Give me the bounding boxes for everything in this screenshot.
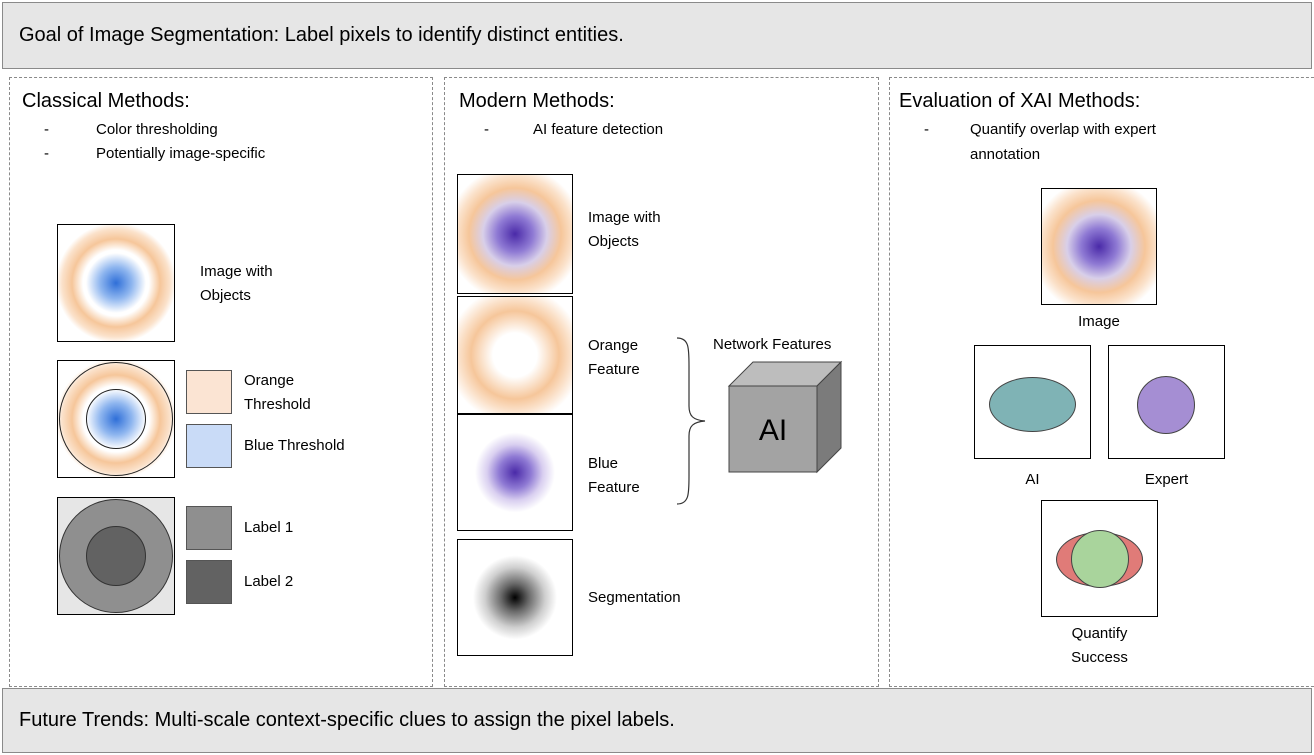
expert-circle	[1137, 376, 1195, 434]
bullet-quantify-line2: annotation	[970, 146, 1041, 163]
bullet-dash: -	[44, 145, 49, 162]
blue-feature-image	[457, 414, 573, 531]
bullet-dash: -	[44, 121, 49, 138]
goal-banner: Goal of Image Segmentation: Label pixels…	[2, 2, 1312, 69]
bullet-dash: -	[484, 121, 489, 138]
future-trends-text: Future Trends: Multi-scale context-speci…	[19, 709, 675, 731]
classical-methods-title: Classical Methods:	[22, 90, 190, 112]
ai-ellipse	[989, 377, 1076, 432]
bullet-image-specific: Potentially image-specific	[96, 145, 266, 162]
bullet-color-thresholding: Color thresholding	[96, 121, 218, 138]
quantify-label-line2: Success	[1071, 649, 1128, 666]
label-image	[57, 497, 175, 615]
blue-feature-label-line1: Blue	[588, 455, 619, 472]
expert-label: Expert	[1144, 471, 1189, 488]
label2-swatch	[186, 560, 232, 604]
orange-threshold-label-line2: Threshold	[244, 396, 311, 413]
blue-threshold-outline	[86, 389, 146, 449]
evaluation-image-label: Image	[1078, 313, 1120, 330]
blue-threshold-swatch	[186, 424, 232, 468]
bullet-quantify-line1: Quantify overlap with expert	[970, 121, 1156, 138]
blue-threshold-label: Blue Threshold	[244, 437, 345, 454]
bullet-dash: -	[924, 121, 929, 138]
modern-methods-title: Modern Methods:	[459, 90, 615, 112]
orange-feature-label-line1: Orange	[588, 337, 639, 354]
classical-image-with-objects	[57, 224, 175, 342]
brace-icon	[676, 337, 706, 505]
network-features-label: Network Features	[713, 336, 832, 353]
threshold-image	[57, 360, 175, 478]
orange-threshold-swatch	[186, 370, 232, 414]
ai-cube-icon: AI	[727, 360, 843, 474]
classical-methods-panel: Classical Methods: - Color thresholding …	[9, 77, 433, 687]
bullet-ai-feature-detection: AI feature detection	[533, 121, 664, 138]
orange-threshold-outline	[59, 362, 173, 476]
evaluation-panel: Evaluation of XAI Methods: - Quantify ov…	[889, 77, 1314, 687]
label2-text: Label 2	[244, 573, 294, 590]
modern-image-label-line1: Image with	[588, 209, 661, 226]
ai-cube-text: AI	[759, 414, 787, 447]
goal-text: Goal of Image Segmentation: Label pixels…	[19, 24, 624, 46]
segmentation-label: Segmentation	[588, 589, 681, 606]
modern-methods-panel: Modern Methods: - AI feature detection I…	[444, 77, 879, 687]
blue-feature-label-line2: Feature	[588, 479, 640, 496]
modern-image-label-line2: Objects	[588, 233, 639, 250]
modern-image-with-objects	[457, 174, 573, 294]
evaluation-title: Evaluation of XAI Methods:	[899, 90, 1141, 112]
orange-feature-label-line2: Feature	[588, 361, 640, 378]
evaluation-image	[1041, 188, 1157, 305]
label1-text: Label 1	[244, 519, 294, 536]
segmentation-image	[457, 539, 573, 656]
ai-label: AI	[1025, 471, 1040, 488]
future-trends-banner: Future Trends: Multi-scale context-speci…	[2, 688, 1312, 753]
quantify-label-line1: Quantify	[1071, 625, 1128, 642]
quantify-success-image	[1041, 500, 1158, 617]
orange-feature-image	[457, 296, 573, 414]
expert-result-image	[1108, 345, 1225, 459]
orange-threshold-label-line1: Orange	[244, 372, 295, 389]
label1-region	[59, 499, 173, 613]
expert-overlap-circle	[1071, 530, 1129, 588]
label1-swatch	[186, 506, 232, 550]
ai-result-image	[974, 345, 1091, 459]
classical-image-label-line2: Objects	[200, 287, 251, 304]
classical-image-label-line1: Image with	[200, 263, 273, 280]
label2-region	[86, 526, 146, 586]
